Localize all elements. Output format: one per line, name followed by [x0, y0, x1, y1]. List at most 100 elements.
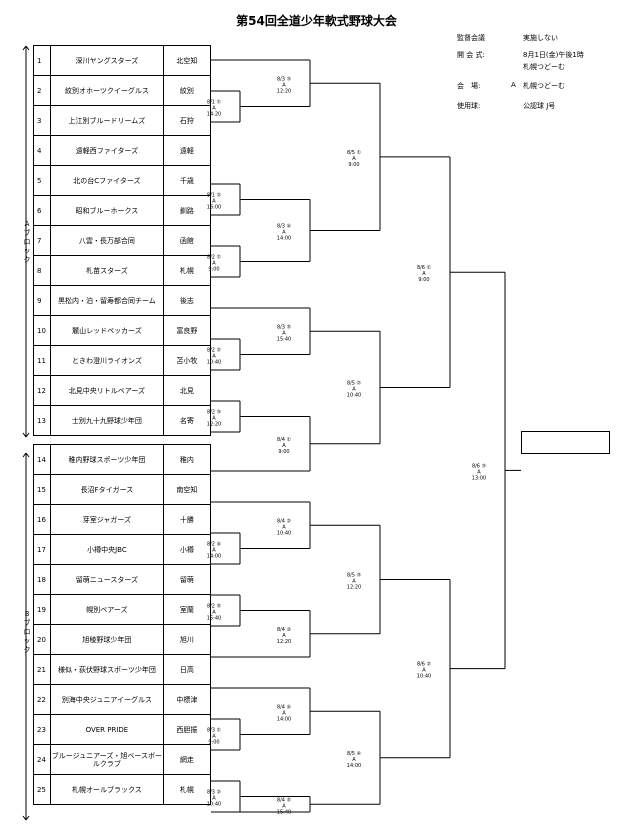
- team-number: 17: [32, 534, 52, 565]
- match-date: 8/2 ①: [207, 255, 222, 261]
- match-venue: A: [212, 199, 216, 205]
- team-city: 旭川: [162, 624, 212, 655]
- match-time: 16:00: [207, 205, 221, 211]
- match-venue: A: [212, 106, 216, 112]
- match-time: 10:40: [277, 530, 291, 536]
- team-name: 留萌ニュースターズ: [50, 564, 164, 595]
- team-city: 遠軽: [162, 135, 212, 166]
- team-number: 19: [32, 594, 52, 625]
- team-city: 室蘭: [162, 594, 212, 625]
- team-number: 24: [32, 744, 52, 775]
- team-number: 25: [32, 774, 52, 805]
- team-name: ときわ澄川ライオンズ: [50, 345, 164, 376]
- match-venue: A: [212, 261, 216, 267]
- match-time: 9:00: [208, 267, 219, 273]
- block-b-label: B ブロック: [23, 610, 31, 654]
- match-date: 8/3 ⑤: [277, 324, 291, 330]
- match-venue: A: [282, 443, 286, 449]
- match-time: 14:00: [207, 554, 221, 560]
- team-number: 22: [32, 684, 52, 715]
- team-city: 富良野: [162, 315, 212, 346]
- team-name: 稚内野球スポーツ少年団: [50, 444, 164, 475]
- team-city: 中標津: [162, 684, 212, 715]
- match-venue: A: [282, 710, 286, 716]
- team-city: 札幌: [162, 774, 212, 805]
- bracket-line: [25, 815, 30, 821]
- match-venue: A: [212, 548, 216, 554]
- match-date: 8/1 ②: [207, 193, 222, 199]
- team-name: 紋別オホーツクイーグルス: [50, 75, 164, 106]
- match-date: 8/3 ④: [277, 224, 292, 230]
- match-venue: A: [352, 757, 356, 763]
- bracket-line: [22, 45, 27, 51]
- match-time: 12:20: [347, 585, 361, 591]
- team-city: 日高: [162, 654, 212, 685]
- block-a-label: A ブロック: [23, 220, 31, 264]
- match-venue: A: [282, 230, 286, 236]
- match-time: 12:20: [277, 88, 291, 94]
- match-venue: A: [212, 610, 216, 616]
- match-venue: A: [422, 271, 426, 277]
- team-city: 石狩: [162, 105, 212, 136]
- match-time: 15:40: [277, 336, 291, 342]
- bracket-line: [25, 452, 30, 458]
- match-date: 8/2 ④: [207, 542, 222, 548]
- team-name: 黒松内・泊・留寿都合同チーム: [50, 285, 164, 316]
- match-date: 8/1 ①: [207, 100, 222, 106]
- match-time: 9:00: [208, 740, 219, 746]
- meeting-label: 監督会議: [457, 34, 485, 42]
- ball-value: 公認球 J号: [523, 102, 556, 110]
- match-venue: A: [282, 803, 286, 809]
- venue-label: 会 場:: [457, 82, 481, 90]
- team-name: 札苗スターズ: [50, 255, 164, 286]
- team-name: 札幌オールブラックス: [50, 774, 164, 805]
- team-number: 1: [32, 45, 52, 76]
- team-city: 名寄: [162, 405, 212, 436]
- opening-place: 札幌つどーむ: [523, 63, 565, 71]
- match-time: 15:40: [277, 809, 291, 815]
- match-time: 14:20: [207, 112, 221, 118]
- team-city: 千歳: [162, 165, 212, 196]
- match-date: 8/6 ①: [417, 265, 432, 271]
- match-time: 15:40: [207, 616, 221, 622]
- ball-label: 使用球:: [457, 102, 481, 110]
- team-city: 苫小牧: [162, 345, 212, 376]
- team-name: 北見中央リトルベアーズ: [50, 375, 164, 406]
- match-date: 8/3 ③: [277, 76, 291, 82]
- match-time: 10:40: [417, 674, 431, 680]
- match-time: 9:00: [278, 449, 289, 455]
- match-date: 8/4 ③: [277, 627, 291, 633]
- match-time: 14:00: [277, 236, 291, 242]
- match-date: 8/4 ②: [277, 518, 292, 524]
- match-date: 8/6 ②: [417, 662, 432, 668]
- match-date: 8/2 ②: [207, 348, 222, 354]
- venue-code: A: [511, 81, 516, 89]
- team-city: 十勝: [162, 504, 212, 535]
- match-venue: A: [282, 82, 286, 88]
- match-time: 14:00: [277, 716, 291, 722]
- opening-value: 8月1日(金)午後1時: [523, 51, 584, 59]
- team-name: 昭和ブルーホークス: [50, 195, 164, 226]
- bracket-line: [25, 432, 30, 438]
- bracket-line: [22, 452, 27, 458]
- match-date: 8/4 ④: [277, 704, 292, 710]
- match-venue: A: [282, 633, 286, 639]
- match-time: 10:40: [207, 802, 221, 808]
- match-date: 8/3 ①: [207, 728, 222, 734]
- match-venue: A: [212, 796, 216, 802]
- team-city: 釧路: [162, 195, 212, 226]
- team-name: 別海中央ジュニアイーグルス: [50, 684, 164, 715]
- match-time: 9:00: [418, 277, 429, 283]
- venue-value: 札幌つどーむ: [523, 82, 565, 90]
- team-city: 稚内: [162, 444, 212, 475]
